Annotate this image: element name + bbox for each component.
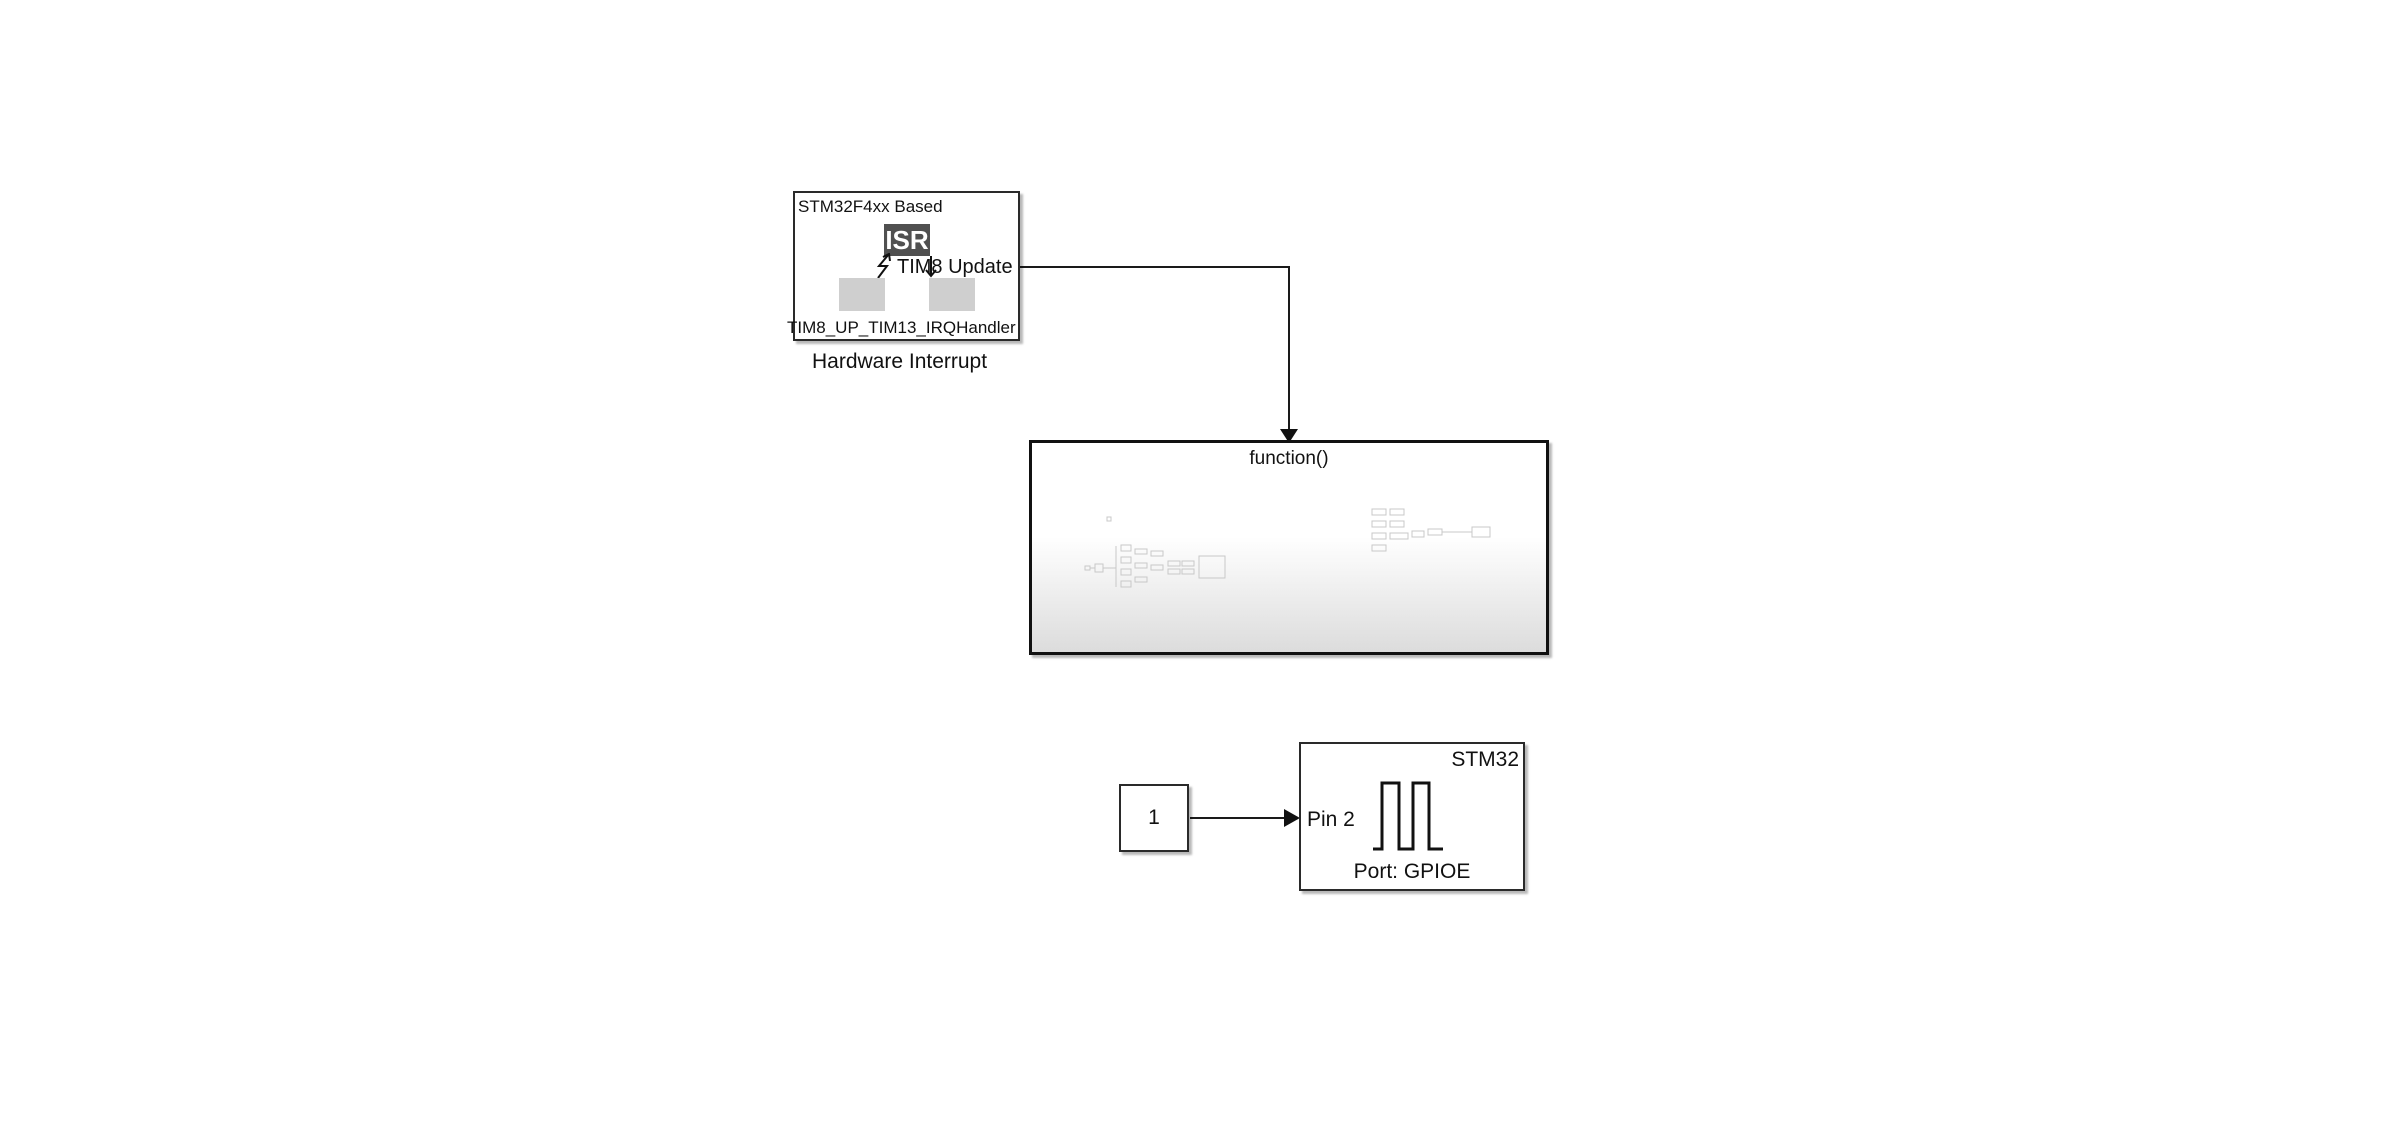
isr-badge-label: ISR — [885, 225, 929, 255]
function-call-subsystem[interactable]: function() — [1029, 440, 1549, 655]
handler-name: TIM8_UP_TIM13_IRQHandler — [787, 318, 1016, 337]
gpio-write-block[interactable]: STM32 Pin 2 Port: GPIOE — [1299, 742, 1525, 891]
constant-arrowhead — [1284, 809, 1300, 827]
placeholder-right — [929, 278, 975, 311]
subsystem-thumbnail — [1084, 508, 1491, 588]
isr-badge: ISR — [884, 224, 930, 256]
hardware-interrupt-block[interactable]: STM32F4xx Based ISR TIM8 Update TIM8_UP_… — [787, 191, 1020, 341]
gpio-block-header: STM32 — [1451, 748, 1519, 771]
down-arrow-icon — [925, 256, 937, 278]
output-port-label: TIM8 Update — [897, 256, 1013, 278]
trigger-port-label: function() — [1249, 448, 1329, 469]
hw-block-header: STM32F4xx Based — [798, 197, 943, 216]
constant-block[interactable]: 1 — [1119, 784, 1189, 852]
hardware-interrupt-label: Hardware Interrupt — [812, 350, 988, 373]
trigger-arrowhead — [1280, 429, 1298, 443]
square-wave-icon — [1373, 781, 1443, 851]
gpio-pin-label: Pin 2 — [1307, 808, 1355, 831]
placeholder-left — [839, 278, 885, 311]
constant-value: 1 — [1148, 806, 1160, 829]
lightning-icon — [876, 253, 891, 279]
trigger-line[interactable] — [1020, 266, 1290, 430]
gpio-port-label: Port: GPIOE — [1353, 860, 1471, 883]
